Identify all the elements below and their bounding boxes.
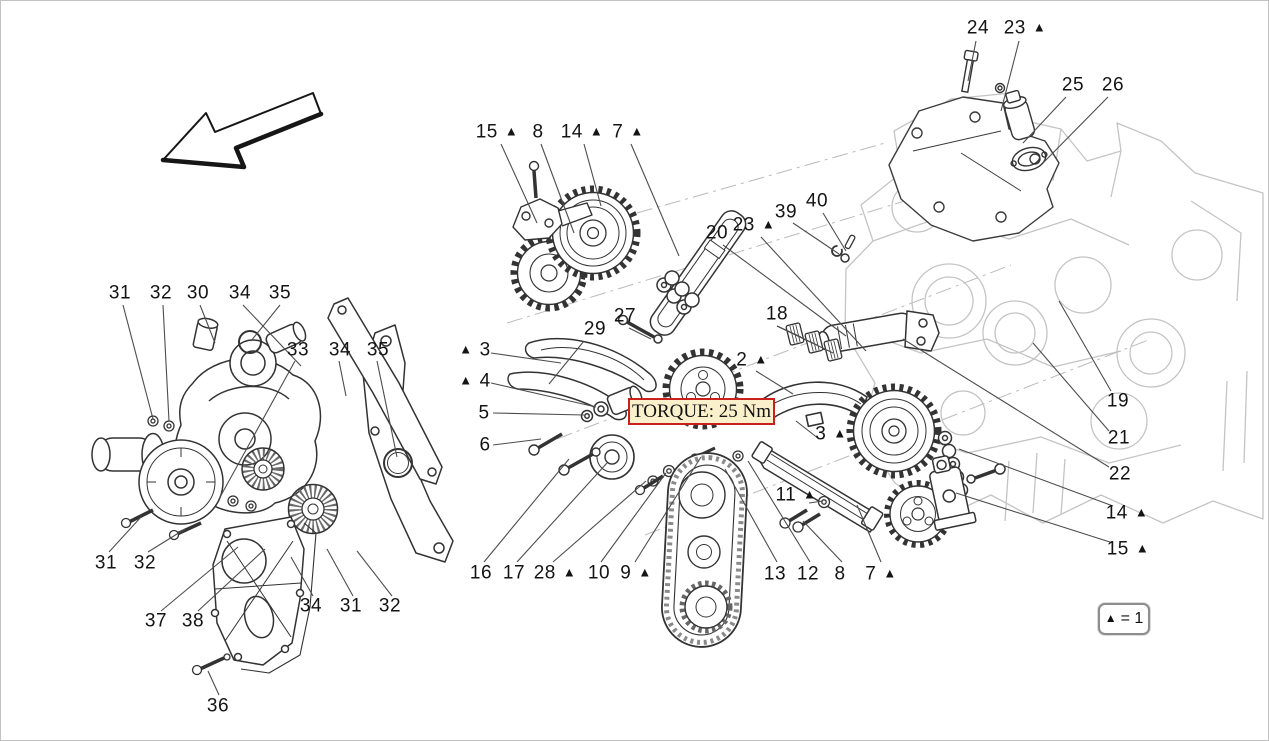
idler-and-bolts [528,432,635,480]
part-label-37: 37 [144,610,168,632]
part-label-40: 40 [805,190,829,212]
part-label-2: 2▲ [736,349,768,371]
part-label-7: 7▲ [865,563,897,585]
part-label-33: 33 [286,339,310,361]
part-label-19: 19 [1106,390,1130,412]
triangle-icon: ▲ [754,351,768,367]
part-label-34: 34 [299,595,323,617]
part-label-35: 35 [268,282,292,304]
gasket-26 [1010,146,1048,172]
triangle-icon: ▲ [562,564,577,580]
part-label-26: 26 [1101,74,1125,96]
part-label-16: 16 [469,562,493,584]
part-label-34: 34 [328,339,352,361]
part-label-30: 30 [186,282,210,304]
triangle-icon: ▲ [589,123,604,139]
triangle-icon: ▲ [803,486,817,502]
water-pump-assembly [91,297,454,563]
chain-links-cluster [617,270,700,344]
part-label-9: 9▲ [620,562,652,584]
part-label-13: 13 [763,563,787,585]
camshaft-variator-right [846,383,942,479]
part-label-15: 15▲ [475,121,519,143]
part-label-38: 38 [181,610,205,632]
part-label-23: 23▲ [1003,17,1047,39]
torque-callout: TORQUE: 25 Nm [628,398,775,425]
part-label-18: 18 [765,303,789,325]
upper-bracket-15 [512,160,593,241]
part-label-29: 29 [583,318,607,340]
part-label-8: 8 [532,121,544,143]
leader-lines [108,40,1114,696]
triangle-icon: ▲ [883,565,897,581]
torque-text: TORQUE: 25 Nm [632,400,771,422]
part-label-34: 34 [228,282,252,304]
part-label-10: 10 [587,562,611,584]
curved-pad-2 [760,381,868,428]
bolt-24 [961,49,1006,94]
part-label-35: 35 [366,339,390,361]
chain-tensioner-15 [929,455,1006,531]
triangle-icon: ▲ [1134,504,1149,520]
part-label-14: 14▲ [560,121,604,143]
engine-block-outline [844,92,1264,524]
part-label-24: 24 [966,17,990,39]
timing-cover-plate [210,516,317,674]
part-label-3: 3▲ [815,423,847,445]
legend-text: = 1 [1120,610,1144,627]
part-label-25: 25 [1061,74,1085,96]
triangle-icon: ▲ [1104,611,1117,625]
duplex-chain-loop [661,452,748,648]
solenoid-25 [1002,89,1036,141]
part-label-20: 20 [705,222,729,244]
part-label-6: 6 [479,434,491,456]
idler-pulleys [241,447,339,535]
triangle-icon: ▲ [833,425,847,441]
triangle-icon: ▲ [1135,540,1150,556]
left-small-fasteners [120,330,413,676]
part-label-12: 12 [796,563,820,585]
part-label-36: 36 [206,695,230,717]
part-label-22: 22 [1108,463,1132,485]
triangle-legend: ▲ = 1 [1098,603,1150,635]
triangle-icon: ▲ [638,564,652,580]
triangle-icon: ▲ [630,123,644,139]
part-label-31: 31 [108,282,132,304]
part-label-32: 32 [149,282,173,304]
triangle-icon: ▲ [504,123,519,139]
part-label-32: 32 [133,552,157,574]
triangle-icon: ▲ [459,372,473,388]
hydraulic-tensioner-22 [817,310,940,353]
part-label-31: 31 [339,595,363,617]
part-label-11: 11▲ [775,484,817,506]
part-label-39: 39 [774,201,798,223]
part-label-14: 14▲ [1105,502,1149,524]
part-label-7: 7▲ [612,121,644,143]
triangle-icon: ▲ [761,216,776,232]
part-label-15: 15▲ [1106,538,1150,560]
triangle-icon: ▲ [1032,19,1047,35]
part-label-31: 31 [94,552,118,574]
part-label-17: 17 [502,562,526,584]
part-label-28: 28▲ [533,562,577,584]
part-label-8: 8 [834,563,846,585]
part-label-4: ▲4 [459,370,491,392]
part-label-23: 23▲ [732,214,776,236]
part-label-3: ▲3 [459,339,491,361]
part-label-5: 5 [478,402,490,424]
view-direction-arrow [160,92,324,170]
part-label-27: 27 [613,305,637,327]
part-label-21: 21 [1107,427,1131,449]
part-label-32: 32 [378,595,402,617]
chain-guide-upper [649,210,747,336]
triangle-icon: ▲ [459,341,473,357]
lower-rail-7 [751,441,884,533]
